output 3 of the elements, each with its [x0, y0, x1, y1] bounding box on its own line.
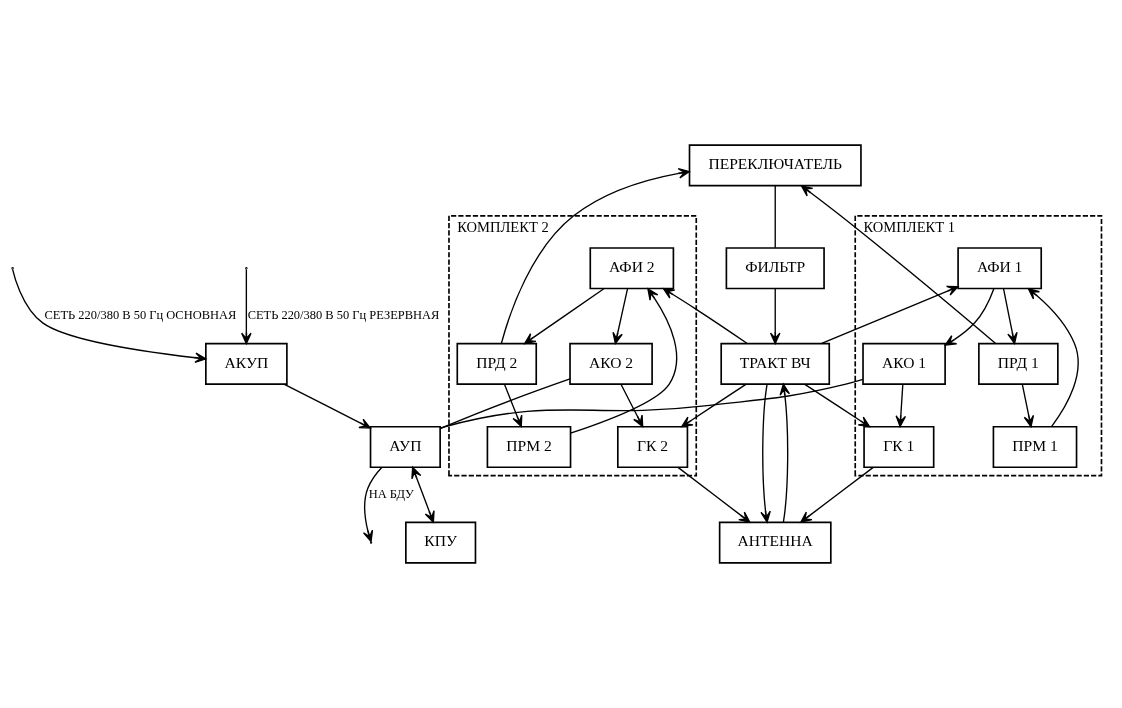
edge-label: НА БДУ: [368, 487, 414, 502]
edge-label: СЕТЬ 220/380 В 50 Гц ОСНОВНАЯ: [44, 308, 237, 323]
edge-label: СЕТЬ 220/380 В 50 Гц РЕЗЕРВНАЯ: [247, 308, 440, 323]
